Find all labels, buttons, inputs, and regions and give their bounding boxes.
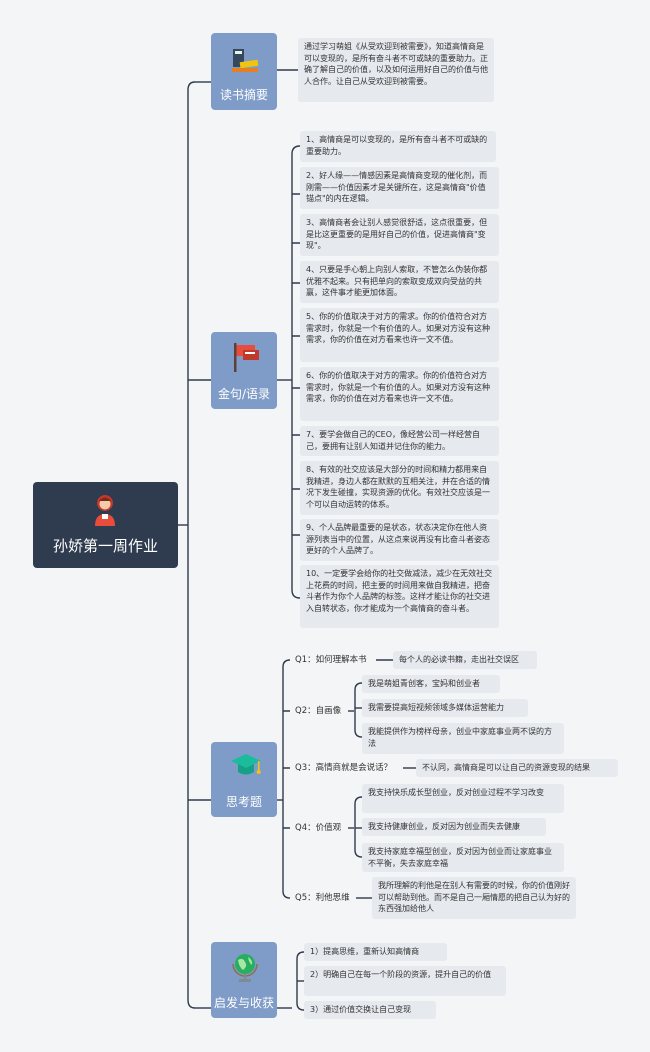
answer-item: 我需要提高短视频领域多媒体运营能力 <box>362 699 528 717</box>
quote-item: 6、你的价值取决于对方的需求。你的价值符合对方需求时，你就是一个有价值的人。如果… <box>300 367 499 421</box>
question-label: Q2：自画像 <box>295 706 342 716</box>
quote-item: 5、你的价值取决于对方的需求。你的价值符合对方需求时，你就是一个有价值的人。如果… <box>300 308 499 362</box>
answer-item: 我支持快乐成长型创业，反对创业过程不学习改变 <box>362 784 564 813</box>
answer-item: 每个人的必读书籍，走出社交误区 <box>393 651 537 669</box>
topic-thinking[interactable]: 思考题 <box>211 742 277 817</box>
gain-item: 2）明确自己在每一个阶段的资源，提升自己的价值 <box>304 966 506 996</box>
root-title: 孙娇第一周作业 <box>52 537 158 555</box>
answer-item: 不认同，高情商是可以让自己的资源变现的结果 <box>416 759 618 777</box>
answer-item: 我所理解的利他是在别人有需要的时候，你的价值刚好可以帮助到他。而不是自己一厢情愿… <box>372 877 576 919</box>
quote-item: 10、一定要学会给你的社交做减法，减少在无效社交上花费的时间，把主要的时间用来做… <box>300 565 499 628</box>
topic-summary-title: 读书摘要 <box>219 88 268 102</box>
quote-item: 7、要学会做自己的CEO，像经营公司一样经营自己，要拥有让别人知道并记住你的能力… <box>300 426 499 456</box>
person-avatar-icon <box>93 492 117 530</box>
answer-item: 我是萌姐青创客，宝妈和创业者 <box>362 675 500 693</box>
topic-gains[interactable]: 启发与收获 <box>211 942 277 1018</box>
quote-item: 8、有效的社交应该是大部分的时间和精力都用来自我精进，身边人都在默默的互相关注，… <box>300 461 499 515</box>
topic-quotes[interactable]: 金句/语录 <box>211 332 277 409</box>
topic-thinking-title: 思考题 <box>225 795 262 809</box>
gain-item: 1）提高思维，重新认知高情商 <box>304 943 447 961</box>
quote-item: 3、高情商者会让别人感觉很舒适，这点很重要，但是比这更重要的是用好自己的价值，促… <box>300 214 499 256</box>
question-label: Q3：高情商就是会说话？ <box>295 763 393 773</box>
topic-summary[interactable]: 读书摘要 <box>211 33 277 110</box>
question-label: Q4：价值观 <box>295 823 342 833</box>
quote-item: 4、只要是手心朝上向别人索取，不管怎么伪装你都优雅不起来。只有把单向的索取变成双… <box>300 261 499 303</box>
answer-item: 我能提供作为榜样母亲，创业中家庭事业两不误的方法 <box>362 723 564 754</box>
flag-icon <box>229 340 263 378</box>
question-label: Q5：利他思维 <box>295 893 350 903</box>
books-icon <box>229 43 261 79</box>
gain-item: 3）通过价值交换让自己变现 <box>304 1001 436 1019</box>
answer-item: 我支持家庭幸福型创业，反对因为创业而让家庭事业不平衡，失去家庭幸福 <box>362 843 564 872</box>
graduation-cap-icon <box>229 750 263 786</box>
quote-item: 1、高情商是可以变现的，是所有奋斗者不可或缺的重要助力。 <box>300 131 496 162</box>
topic-quotes-title: 金句/语录 <box>217 387 271 401</box>
root-node[interactable]: 孙娇第一周作业 <box>33 482 178 568</box>
topic-gains-title: 启发与收获 <box>213 996 274 1010</box>
globe-icon <box>229 951 261 989</box>
quote-item: 2、好人缘——情感因素是高情商变现的催化剂，而刚需——价值因素才是关键所在，这是… <box>300 167 499 209</box>
question-label: Q1：如何理解本书 <box>295 655 367 665</box>
summary-text: 通过学习萌姐《从受欢迎到被需要》，知道高情商是可以变现的，是所有奋斗者不可或缺的… <box>298 38 494 102</box>
answer-item: 我支持健康创业，反对因为创业而失去健康 <box>362 818 546 836</box>
quote-item: 9、个人品牌最重要的是状态，状态决定你在他人资源列表当中的位置，从这点来说再没有… <box>300 519 499 561</box>
